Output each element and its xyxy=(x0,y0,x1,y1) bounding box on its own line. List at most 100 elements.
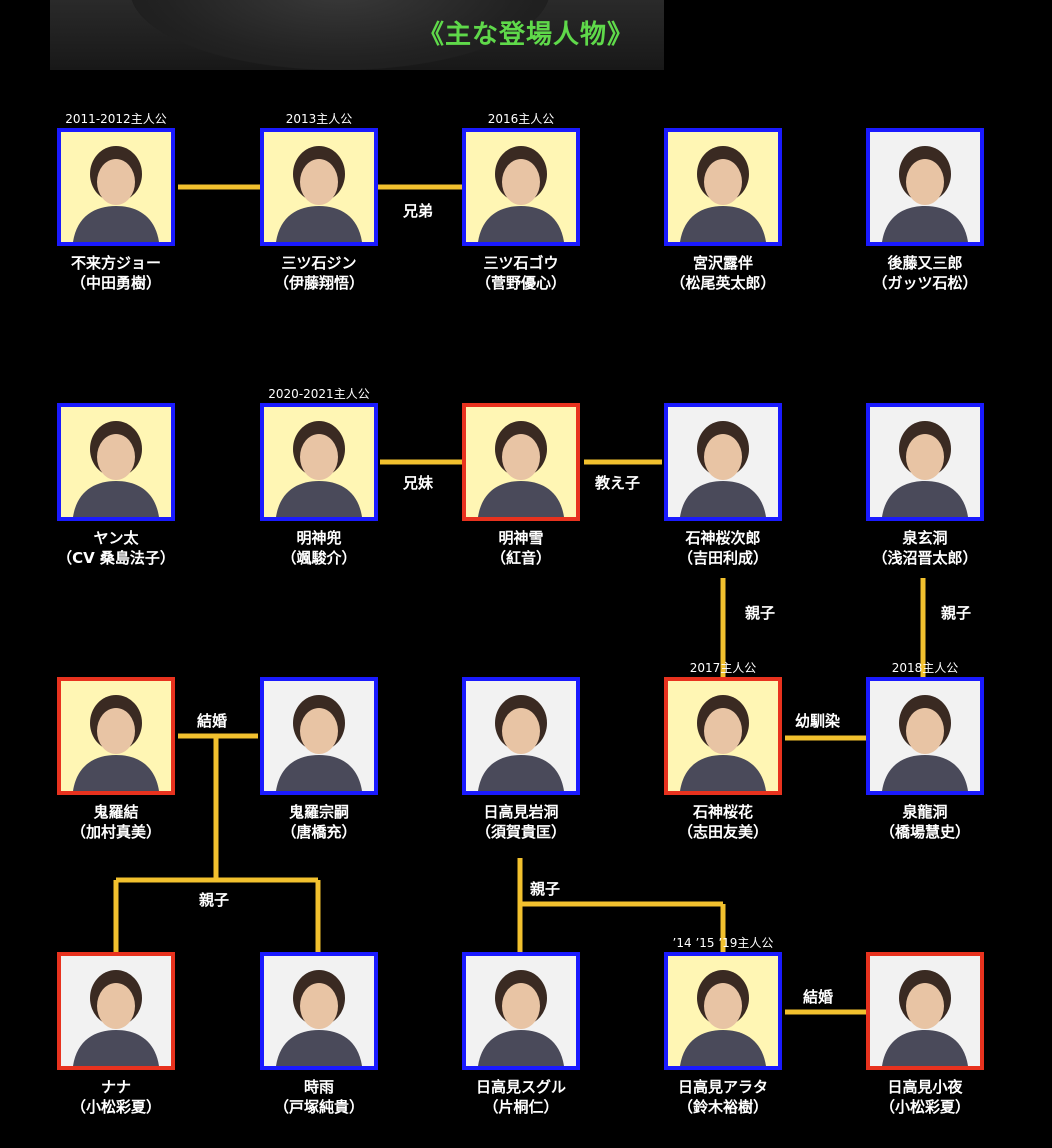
relation-label: 親子 xyxy=(196,889,233,910)
actor-name: （鈴木裕樹） xyxy=(677,1098,768,1116)
portrait xyxy=(664,677,782,795)
character-name: 明神雪 xyxy=(498,529,544,547)
person-silhouette-icon xyxy=(276,421,362,517)
person-silhouette-icon xyxy=(73,146,159,242)
chart-title: 《主な登場人物》 xyxy=(417,20,634,50)
person-silhouette-icon xyxy=(882,146,968,242)
relation-label: 親子 xyxy=(742,602,779,623)
character-name: 日高見アラタ xyxy=(677,1078,768,1096)
character-name: 日高見小夜 xyxy=(887,1078,963,1096)
character-card: 2013主人公 三ツ石ジン （伊藤翔悟） xyxy=(260,112,378,292)
person-silhouette-icon xyxy=(882,970,968,1066)
person-silhouette-icon xyxy=(276,970,362,1066)
character-card: 時雨 （戸塚純貴） xyxy=(260,952,378,1116)
character-card: 後藤又三郎 （ガッツ石松） xyxy=(866,128,984,292)
character-name: 明神兜 xyxy=(296,529,342,547)
actor-name: （志田友美） xyxy=(677,823,768,841)
character-card: 宮沢露伴 （松尾英太郎） xyxy=(664,128,782,292)
actor-name: （小松彩夏） xyxy=(879,1098,970,1116)
person-silhouette-icon xyxy=(276,146,362,242)
portrait xyxy=(57,677,175,795)
protagonist-tag: 2016主人公 xyxy=(487,112,555,126)
actor-name: （浅沼晋太郎） xyxy=(872,549,978,567)
actor-name: （唐橋充） xyxy=(281,823,357,841)
character-name: 石神桜花 xyxy=(692,803,753,821)
actor-name: （CV 桑島法子） xyxy=(57,549,175,567)
character-card: ナナ （小松彩夏） xyxy=(57,952,175,1116)
portrait xyxy=(866,403,984,521)
portrait xyxy=(260,677,378,795)
portrait xyxy=(462,128,580,246)
person-silhouette-icon xyxy=(680,146,766,242)
person-silhouette-icon xyxy=(73,421,159,517)
character-card: 日高見小夜 （小松彩夏） xyxy=(866,952,984,1116)
actor-name: （吉田利成） xyxy=(677,549,768,567)
portrait xyxy=(664,952,782,1070)
portrait xyxy=(866,952,984,1070)
actor-name: （菅野優心） xyxy=(475,274,566,292)
portrait xyxy=(57,952,175,1070)
relation-label: 結婚 xyxy=(194,710,231,731)
character-name: 三ツ石ゴウ xyxy=(483,254,559,272)
portrait xyxy=(260,403,378,521)
actor-name: （紅音） xyxy=(490,549,551,567)
character-card: 日高見岩洞 （須賀貴匡） xyxy=(462,677,580,841)
protagonist-tag: 2017主人公 xyxy=(689,661,757,675)
actor-name: （片桐仁） xyxy=(483,1098,559,1116)
character-name: 鬼羅結 xyxy=(93,803,139,821)
relation-label: 兄弟 xyxy=(400,200,437,221)
character-card: 明神雪 （紅音） xyxy=(462,403,580,567)
protagonist-tag: ’14 ’15 ’19主人公 xyxy=(672,936,774,950)
actor-name: （戸塚純貴） xyxy=(273,1098,364,1116)
character-name: 三ツ石ジン xyxy=(281,254,357,272)
relation-label: 親子 xyxy=(938,602,975,623)
character-card: 鬼羅結 （加村真美） xyxy=(57,677,175,841)
relation-label: 結婚 xyxy=(800,986,837,1007)
character-card: ’14 ’15 ’19主人公 日高見アラタ （鈴木裕樹） xyxy=(664,936,782,1116)
character-card: 2017主人公 石神桜花 （志田友美） xyxy=(664,661,782,841)
actor-name: （ガッツ石松） xyxy=(872,274,978,292)
character-name: ナナ xyxy=(100,1078,131,1096)
character-name: 後藤又三郎 xyxy=(887,254,963,272)
portrait xyxy=(462,952,580,1070)
person-silhouette-icon xyxy=(882,421,968,517)
character-card: 泉玄洞 （浅沼晋太郎） xyxy=(866,403,984,567)
person-silhouette-icon xyxy=(478,970,564,1066)
character-name: 日高見岩洞 xyxy=(483,803,559,821)
portrait xyxy=(57,403,175,521)
actor-name: （橋場慧史） xyxy=(879,823,970,841)
portrait xyxy=(664,403,782,521)
character-card: ヤン太 （CV 桑島法子） xyxy=(57,403,175,567)
character-card: 2011-2012主人公 不来方ジョー （中田勇樹） xyxy=(57,112,175,292)
character-name: 石神桜次郎 xyxy=(685,529,761,547)
portrait xyxy=(462,403,580,521)
person-silhouette-icon xyxy=(73,695,159,791)
relation-label: 幼馴染 xyxy=(792,710,844,731)
character-card: 日高見スグル （片桐仁） xyxy=(462,952,580,1116)
person-silhouette-icon xyxy=(478,421,564,517)
person-silhouette-icon xyxy=(680,695,766,791)
portrait xyxy=(260,952,378,1070)
actor-name: （加村真美） xyxy=(70,823,161,841)
person-silhouette-icon xyxy=(882,695,968,791)
character-card: 石神桜次郎 （吉田利成） xyxy=(664,403,782,567)
person-silhouette-icon xyxy=(478,146,564,242)
actor-name: （松尾英太郎） xyxy=(670,274,776,292)
protagonist-tag: 2018主人公 xyxy=(891,661,959,675)
portrait xyxy=(664,128,782,246)
character-card: 2018主人公 泉龍洞 （橋場慧史） xyxy=(866,661,984,841)
character-card: 2020-2021主人公 明神兜 （颯駿介） xyxy=(260,387,378,567)
relation-label: 教え子 xyxy=(592,472,644,493)
actor-name: （小松彩夏） xyxy=(70,1098,161,1116)
person-silhouette-icon xyxy=(478,695,564,791)
portrait xyxy=(57,128,175,246)
person-silhouette-icon xyxy=(73,970,159,1066)
character-card: 2016主人公 三ツ石ゴウ （菅野優心） xyxy=(462,112,580,292)
actor-name: （颯駿介） xyxy=(281,549,357,567)
actor-name: （伊藤翔悟） xyxy=(273,274,364,292)
character-name: 日高見スグル xyxy=(475,1078,566,1096)
character-name: 鬼羅宗嗣 xyxy=(288,803,349,821)
header-banner xyxy=(50,0,664,70)
person-silhouette-icon xyxy=(680,970,766,1066)
